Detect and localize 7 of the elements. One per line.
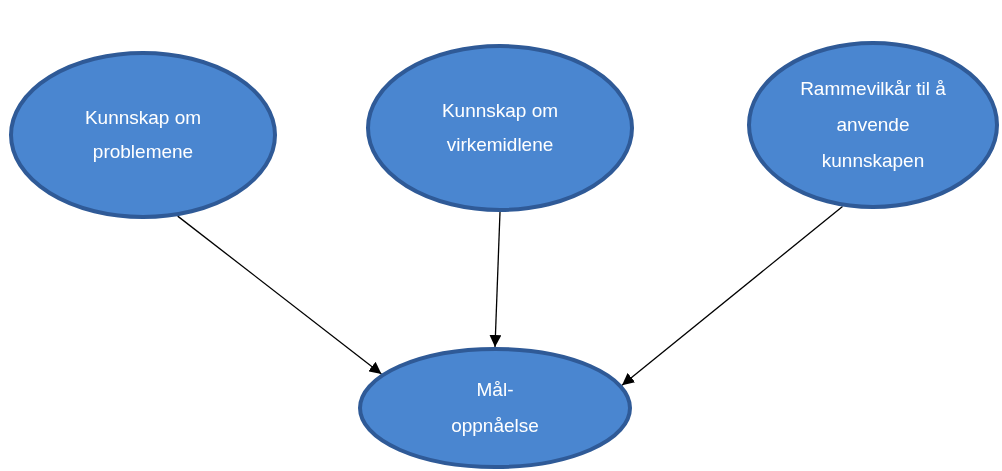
node-label: Rammevilkår til å anvende kunnskapen: [799, 77, 947, 173]
node-label: Kunnskap om virkemidlene: [440, 99, 560, 157]
arrow: [489, 211, 502, 348]
arrow: [621, 205, 844, 386]
node-label: Mål- oppnåelse: [450, 378, 540, 438]
node-label: Kunnskap om problemene: [83, 106, 203, 164]
arrow: [177, 215, 383, 375]
